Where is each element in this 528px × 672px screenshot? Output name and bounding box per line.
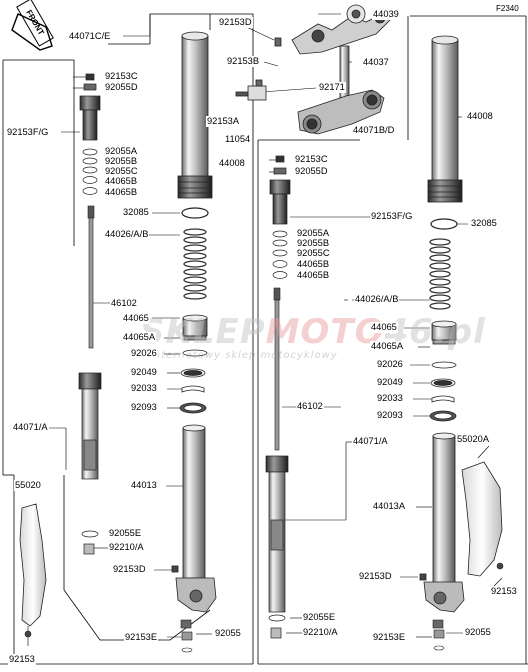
left-bottom-bolts [180, 619, 193, 653]
label-92171: 92171 [318, 82, 346, 93]
left-fork-spring [183, 228, 207, 300]
label-92153c-left: 92153C [104, 71, 139, 82]
label-92055-left: 92055 [214, 628, 242, 639]
label-92055d-left: 92055D [104, 82, 139, 93]
label-92153d-top: 92153D [218, 17, 253, 28]
right-oring-32085 [430, 218, 458, 230]
label-92055c-right: 92055C [296, 248, 331, 259]
label-92153d-left: 92153D [112, 564, 147, 575]
left-fork-guard [19, 503, 47, 627]
label-44071bd: 44071B/D [352, 125, 396, 136]
label-44065b-left-2: 44065B [104, 187, 139, 198]
label-92055a-left: 92055A [104, 146, 139, 157]
label-44008-left: 44008 [218, 158, 246, 169]
label-44026-right: 44026/A/B [354, 294, 400, 305]
label-92153fg-left: 92153F/G [6, 127, 50, 138]
watermark-part-4: .pl [433, 312, 486, 352]
right-fork-cap [269, 155, 291, 279]
label-92093-left: 92093 [130, 402, 158, 413]
right-fork-inner-tube [419, 432, 465, 613]
front-arrow [11, 13, 53, 51]
label-44065-right: 44065 [370, 322, 398, 333]
label-55020a-right: 55020A [456, 434, 491, 445]
diagram-code: F2340 [496, 4, 519, 13]
label-44013a-right: 44013A [372, 501, 407, 512]
frame-lines [0, 13, 528, 665]
label-92153e-left: 92153E [124, 632, 159, 643]
watermark-brand: SKLEPMOTO46.pl [140, 312, 486, 352]
right-bottom-bolts [432, 619, 445, 651]
label-92093-right: 92093 [376, 410, 404, 421]
label-92033-right: 92033 [376, 393, 404, 404]
right-fork-spring [429, 238, 451, 310]
label-44026-left: 44026/A/B [104, 229, 150, 240]
label-44039: 44039 [372, 9, 400, 20]
label-32085-left: 32085 [122, 207, 150, 218]
label-44037: 44037 [362, 57, 390, 68]
left-fork-outer-tube [177, 31, 213, 199]
cable-guide [235, 79, 267, 101]
right-seals [429, 378, 457, 422]
label-32085-right: 32085 [470, 218, 498, 229]
label-44065-left: 44065 [122, 313, 150, 324]
left-cartridge [78, 372, 102, 555]
left-oring-32085 [181, 207, 209, 219]
label-92055b-right: 92055B [296, 238, 331, 249]
label-92153fg-right: 92153F/G [370, 211, 414, 222]
label-92055a-right: 92055A [296, 228, 331, 239]
label-92210-right: 92210/A [302, 627, 339, 638]
label-92210-left: 92210/A [108, 542, 145, 553]
label-92055c-left: 92055C [104, 166, 139, 177]
label-46102-right: 46102 [296, 401, 324, 412]
right-cartridge [265, 455, 289, 639]
label-46102-left: 46102 [110, 298, 138, 309]
steering-stem [297, 45, 385, 135]
label-44071a-left: 44071/A [12, 422, 49, 433]
right-fork-guard [461, 461, 503, 577]
label-92026-right: 92026 [376, 359, 404, 370]
label-92055e-left: 92055E [108, 528, 143, 539]
label-55020-left: 55020 [14, 480, 42, 491]
label-92153d-right: 92153D [358, 571, 393, 582]
label-92055-right: 92055 [464, 627, 492, 638]
left-collars [182, 314, 208, 357]
watermark-part-2: MOTO [265, 312, 385, 352]
left-seals [179, 368, 207, 414]
label-92153c-right: 92153C [294, 154, 329, 165]
label-92049-left: 92049 [130, 367, 158, 378]
label-92153b: 92153B [226, 56, 261, 67]
label-92153a: 92153A [206, 116, 241, 127]
label-44065a-right: 44065A [370, 341, 405, 352]
label-44071a-right: 44071/A [352, 436, 389, 447]
watermark-part-1: SKLEP [140, 312, 266, 352]
label-44065b-right-1: 44065B [296, 259, 331, 270]
label-44065a-left: 44065A [122, 332, 157, 343]
label-92153-left: 92153 [8, 654, 36, 665]
label-92153-right: 92153 [490, 586, 518, 597]
label-92055e-right: 92055E [302, 612, 337, 623]
left-fork-cap [79, 73, 101, 195]
label-92026-left: 92026 [130, 348, 158, 359]
watermark-tagline: internetowy sklep motocyklowy [150, 350, 338, 361]
label-44065b-left-1: 44065B [104, 176, 139, 187]
label-92055b-left: 92055B [104, 156, 139, 167]
left-damper-rod [87, 205, 95, 349]
label-92153e-right: 92153E [372, 632, 407, 643]
label-92049-right: 92049 [376, 377, 404, 388]
label-92055d-right: 92055D [294, 166, 329, 177]
left-fork-inner-tube [171, 424, 217, 613]
label-44008-right: 44008 [466, 111, 494, 122]
label-44065b-right-2: 44065B [296, 270, 331, 281]
right-fork-outer-tube [427, 35, 463, 203]
label-44071ce: 44071C/E [68, 31, 112, 42]
label-11054: 11054 [224, 134, 252, 145]
label-92033-left: 92033 [130, 383, 158, 394]
right-collars [431, 320, 457, 369]
label-44013-left: 44013 [130, 480, 158, 491]
right-damper-rod [273, 287, 281, 451]
